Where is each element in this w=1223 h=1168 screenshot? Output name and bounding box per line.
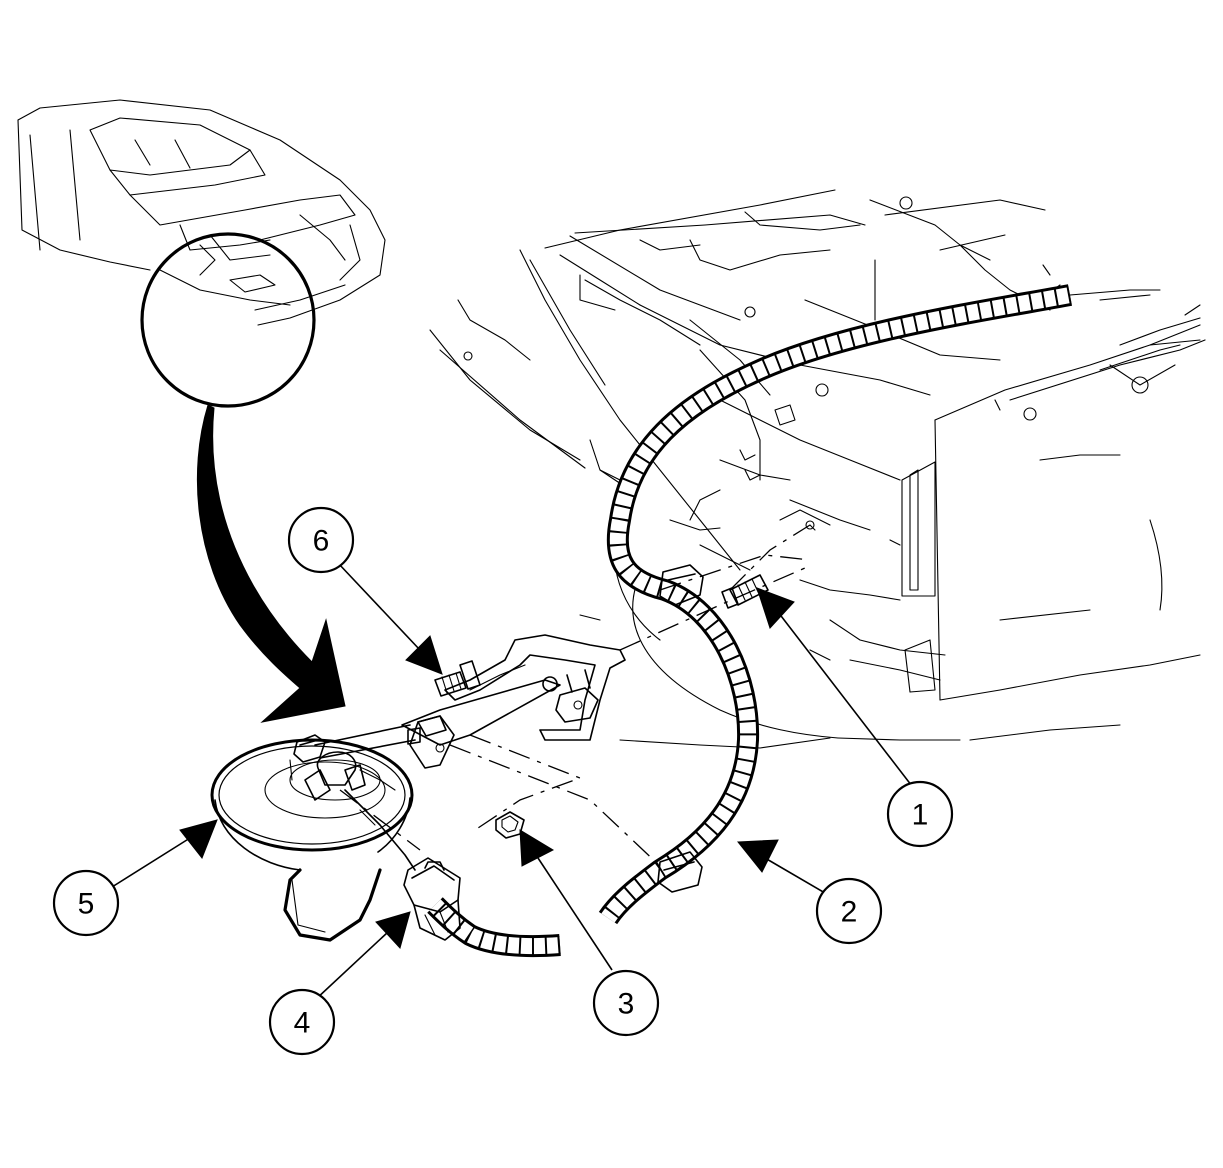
callout-4: 4: [268, 988, 336, 1056]
callout-3: 3: [592, 969, 660, 1037]
callout-6: 6: [287, 506, 355, 574]
callout-5: 5: [52, 869, 120, 937]
callout-2-label: 2: [841, 896, 858, 929]
callout-1: 1: [886, 780, 954, 848]
vehicle-locator-view: [17, 99, 386, 408]
locator-circle: [140, 232, 316, 408]
callout-1-label: 1: [912, 799, 929, 832]
callout-2: 2: [815, 877, 883, 945]
alignment-centerlines: [339, 524, 811, 867]
callout-3-label: 3: [618, 988, 635, 1021]
horn-bracket: [401, 634, 626, 769]
callout-6-label: 6: [313, 525, 330, 558]
horn-electrical-connector: [344, 789, 461, 941]
horn-mounting-bolt-6: [434, 660, 481, 697]
horn-wiring-harness: [427, 284, 1073, 958]
horn-assembly: [210, 724, 416, 942]
callout-5-label: 5: [78, 888, 95, 921]
zoom-arrow: [196, 404, 346, 723]
callout-leaders: [111, 562, 916, 1001]
callout-4-label: 4: [294, 1007, 311, 1040]
